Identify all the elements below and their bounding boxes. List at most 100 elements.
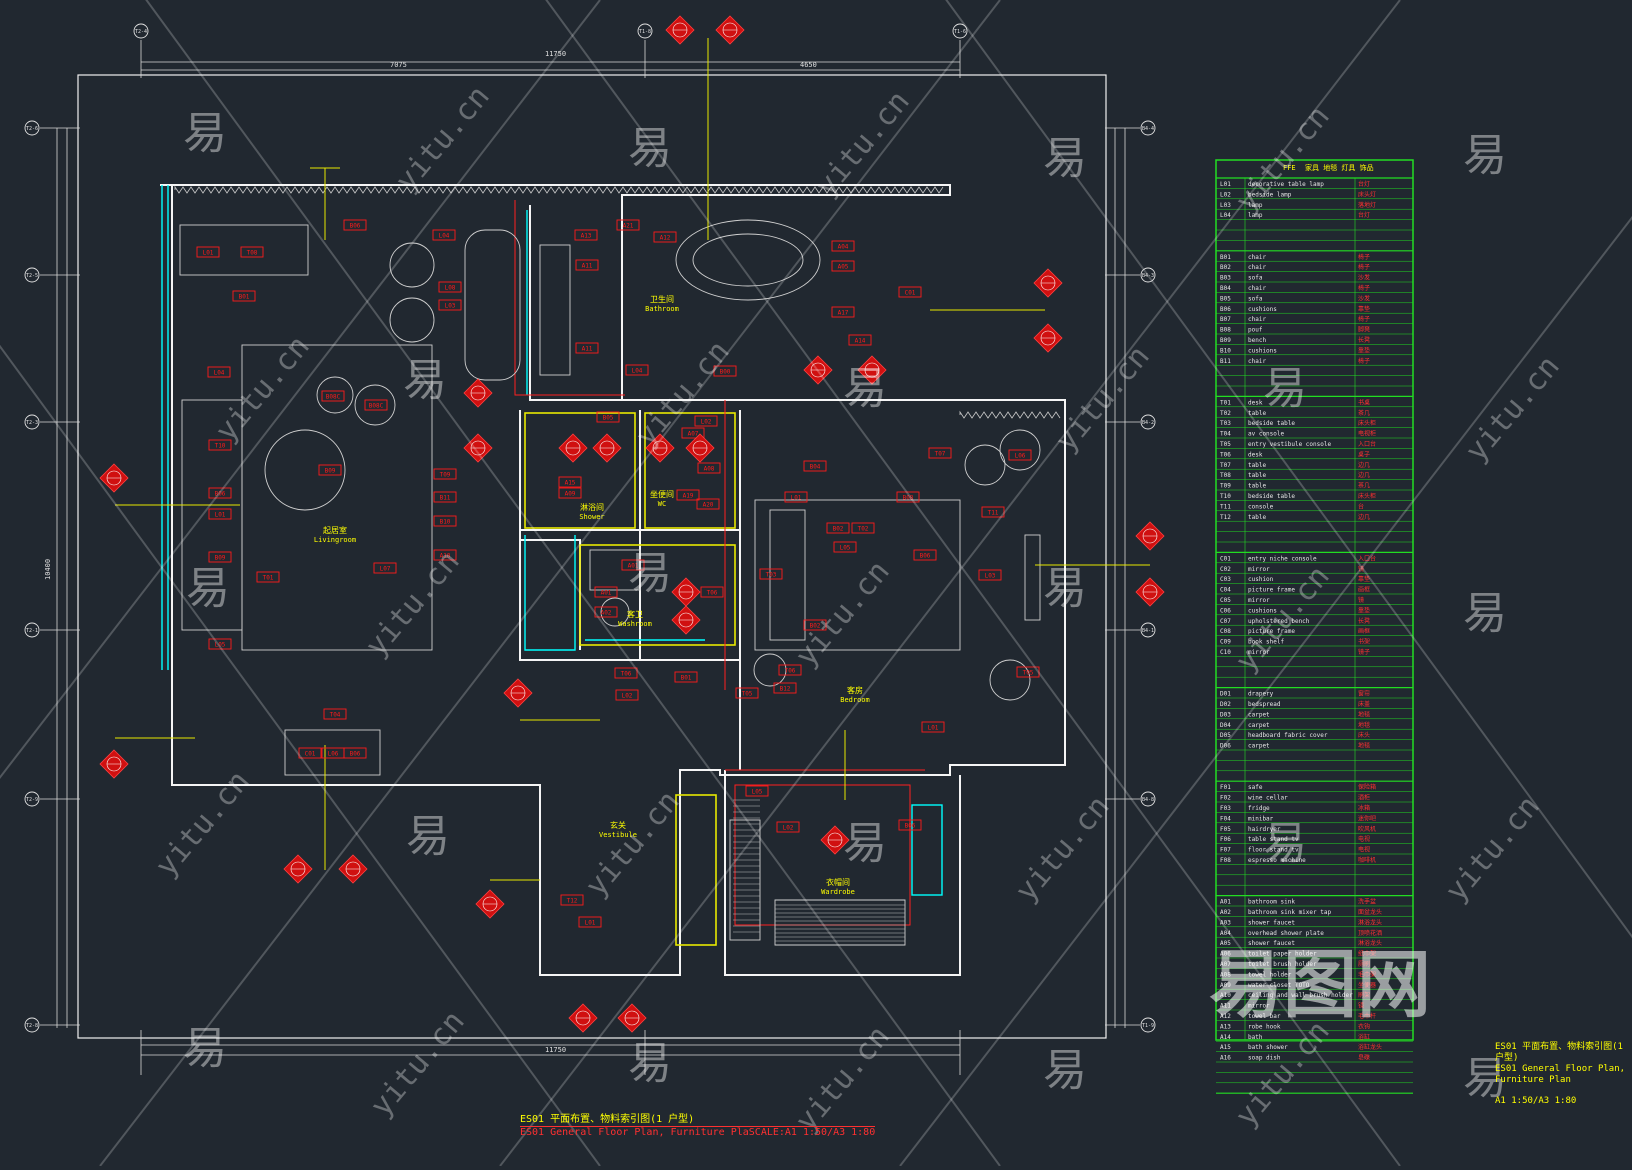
section-markers	[99, 15, 1165, 1033]
item-tag: L04	[625, 364, 649, 376]
schedule-description-cn: 书架	[1358, 638, 1370, 646]
item-tag-code: A10	[440, 553, 451, 560]
schedule-code: D06	[1220, 743, 1231, 750]
schedule-code: D05	[1220, 732, 1231, 739]
section-marker	[99, 463, 129, 493]
schedule-description-cn: 桌子	[1358, 450, 1370, 458]
schedule-description: entry niche console	[1248, 555, 1317, 562]
schedule-code: B08	[1220, 327, 1231, 334]
item-tag: B11	[433, 491, 457, 503]
grid-bubble: T1-8	[637, 23, 653, 39]
schedule-description: toilet paper holder	[1248, 951, 1317, 958]
drawing-title: ES01 平面布置、物料索引图(1 户型) ES01 General Floor…	[520, 1114, 876, 1139]
schedule-code: T02	[1220, 410, 1231, 417]
watermark-text: yitu.cn	[389, 79, 497, 198]
grid-bubble-label: T2-1	[26, 628, 38, 634]
watermark-diagonal	[0, 0, 601, 779]
item-tag-box	[803, 619, 827, 631]
schedule-description: safe	[1248, 784, 1263, 791]
schedule-description: table stand tv	[1248, 836, 1299, 843]
watermark-diagonal	[499, 0, 1401, 1167]
schedule-description-cn: 镜	[1358, 565, 1364, 573]
schedule-description-cn: 洗手盆	[1358, 898, 1376, 906]
grid-bubble-label: T1-8	[639, 29, 651, 35]
watermark-diagonal	[145, 0, 1001, 1167]
schedule-description-cn: 电视柜	[1358, 430, 1376, 438]
item-tag-box	[778, 664, 802, 676]
schedule-code: A11	[1220, 1003, 1231, 1010]
schedule-code: T01	[1220, 399, 1231, 406]
schedule-description: shower faucet	[1248, 940, 1295, 947]
schedule-code: A15	[1220, 1044, 1231, 1051]
item-tag-code: A09	[565, 491, 576, 498]
schedule-code: B09	[1220, 337, 1231, 344]
dim-top-left: 7075	[390, 61, 407, 69]
schedule-description: wine cellar	[1248, 795, 1288, 802]
schedule-code: B01	[1220, 254, 1231, 261]
schedule-description: chair	[1248, 358, 1266, 365]
schedule-description-cn: 书桌	[1358, 398, 1370, 406]
schedule-code: T10	[1220, 493, 1231, 500]
schedule-description-cn: 画框	[1358, 627, 1370, 635]
item-tag-code: L02	[783, 825, 794, 832]
item-tag-code: T05	[742, 691, 753, 698]
item-tag-box	[921, 721, 945, 733]
schedule-description-cn: 椅子	[1358, 263, 1370, 271]
item-tag-box	[615, 689, 639, 701]
grid-bubble-label: T2-5	[26, 273, 38, 279]
schedule-description: pouf	[1248, 327, 1263, 334]
item-tag: B12	[773, 682, 797, 694]
item-tag: B02	[803, 619, 827, 631]
schedule-description-cn: 靠垫	[1358, 575, 1370, 583]
red-finish-lines	[514, 200, 925, 926]
item-tag: L01	[196, 246, 220, 258]
grid-bubble-label: T1-6	[954, 29, 966, 35]
schedule-description-cn: 地毯	[1358, 710, 1370, 718]
item-tag: A11	[575, 342, 599, 354]
item-tag-code: B06	[350, 751, 361, 758]
item-tag-code: L06	[1015, 453, 1026, 460]
room-label-en: Vestibule	[599, 831, 637, 839]
schedule-header-code: FFE	[1283, 164, 1296, 172]
item-tag-box	[735, 687, 759, 699]
item-tag-code: B12	[780, 686, 791, 693]
schedule-code: C06	[1220, 607, 1231, 614]
item-tag-code: B00	[720, 369, 731, 376]
item-tag: L01	[784, 491, 808, 503]
schedule-description: av console	[1248, 431, 1285, 438]
item-tag: A12	[653, 231, 677, 243]
schedule-code: C03	[1220, 576, 1231, 583]
section-marker	[617, 1003, 647, 1033]
schedule-description: picture frame	[1248, 628, 1295, 635]
grid-bubble: T2-4	[133, 23, 149, 39]
schedule-description-cn: 床头柜	[1358, 419, 1376, 427]
schedule-code: A01	[1220, 899, 1231, 906]
item-tag-code: T05	[1023, 670, 1034, 677]
schedule-description: cushion	[1248, 576, 1274, 583]
schedule-description: lamp	[1248, 212, 1263, 219]
schedule-code: T12	[1220, 514, 1231, 521]
item-tag: A14	[848, 334, 872, 346]
schedule-code: F05	[1220, 826, 1231, 833]
item-tag: L05	[208, 638, 232, 650]
item-tag-box	[298, 747, 322, 759]
item-tag-box	[438, 299, 462, 311]
dim-top-right: 4650	[800, 61, 817, 69]
sheet-caption-cn: ES01 平面布置、物料索引图(1 户型)	[1495, 1042, 1623, 1063]
section-marker	[715, 15, 745, 45]
item-tag: B08C	[321, 390, 345, 402]
schedule-description: picture frame	[1248, 587, 1295, 594]
room-label-en: Wardrobe	[821, 888, 855, 896]
watermark-diagonal	[945, 0, 1632, 939]
item-tag-box	[773, 682, 797, 694]
schedule-code: B02	[1220, 264, 1231, 271]
schedule-code: D04	[1220, 722, 1231, 729]
schedule-description: bedside table	[1248, 493, 1295, 500]
schedule-code: T11	[1220, 503, 1231, 510]
grid-bubble-label: T2-9	[26, 797, 38, 803]
